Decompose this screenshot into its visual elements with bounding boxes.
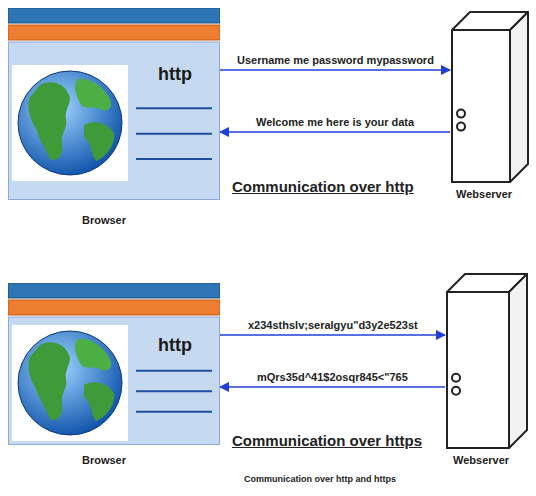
caption: Communication over http and https: [244, 474, 396, 484]
webserver-node: Webserver: [450, 10, 530, 186]
browser-heading: http: [158, 335, 192, 356]
node-label: Webserver: [452, 454, 510, 466]
arrow-connector: [220, 334, 445, 336]
webserver-node: Webserver: [445, 272, 529, 452]
section-title: Communication over http: [232, 178, 414, 195]
browser-window: [8, 283, 220, 445]
server-tower: [450, 10, 530, 186]
node-label: Browser: [82, 454, 126, 466]
node-label: Webserver: [455, 188, 513, 200]
edge-label: x234sthslv;seralgyu"d3y2e523st: [248, 319, 418, 331]
section-title: Communication over https: [232, 432, 422, 449]
arrow-connector: [220, 386, 445, 388]
browser-window: httpBrowser: [8, 8, 220, 200]
edge-label: Welcome me here is your data: [256, 116, 414, 128]
arrow-connector: [220, 69, 450, 71]
edge-label: Username me password mypassword: [237, 54, 434, 66]
browser-heading: http: [158, 64, 192, 85]
node-label: Browser: [82, 214, 126, 226]
browser-window: httpBrowser: [8, 283, 220, 445]
arrow-connector: [220, 131, 450, 133]
edge-label: mQrs35d^41$2osqr845<"765: [257, 371, 408, 383]
browser-window: [8, 8, 220, 200]
server-tower: [445, 272, 529, 452]
